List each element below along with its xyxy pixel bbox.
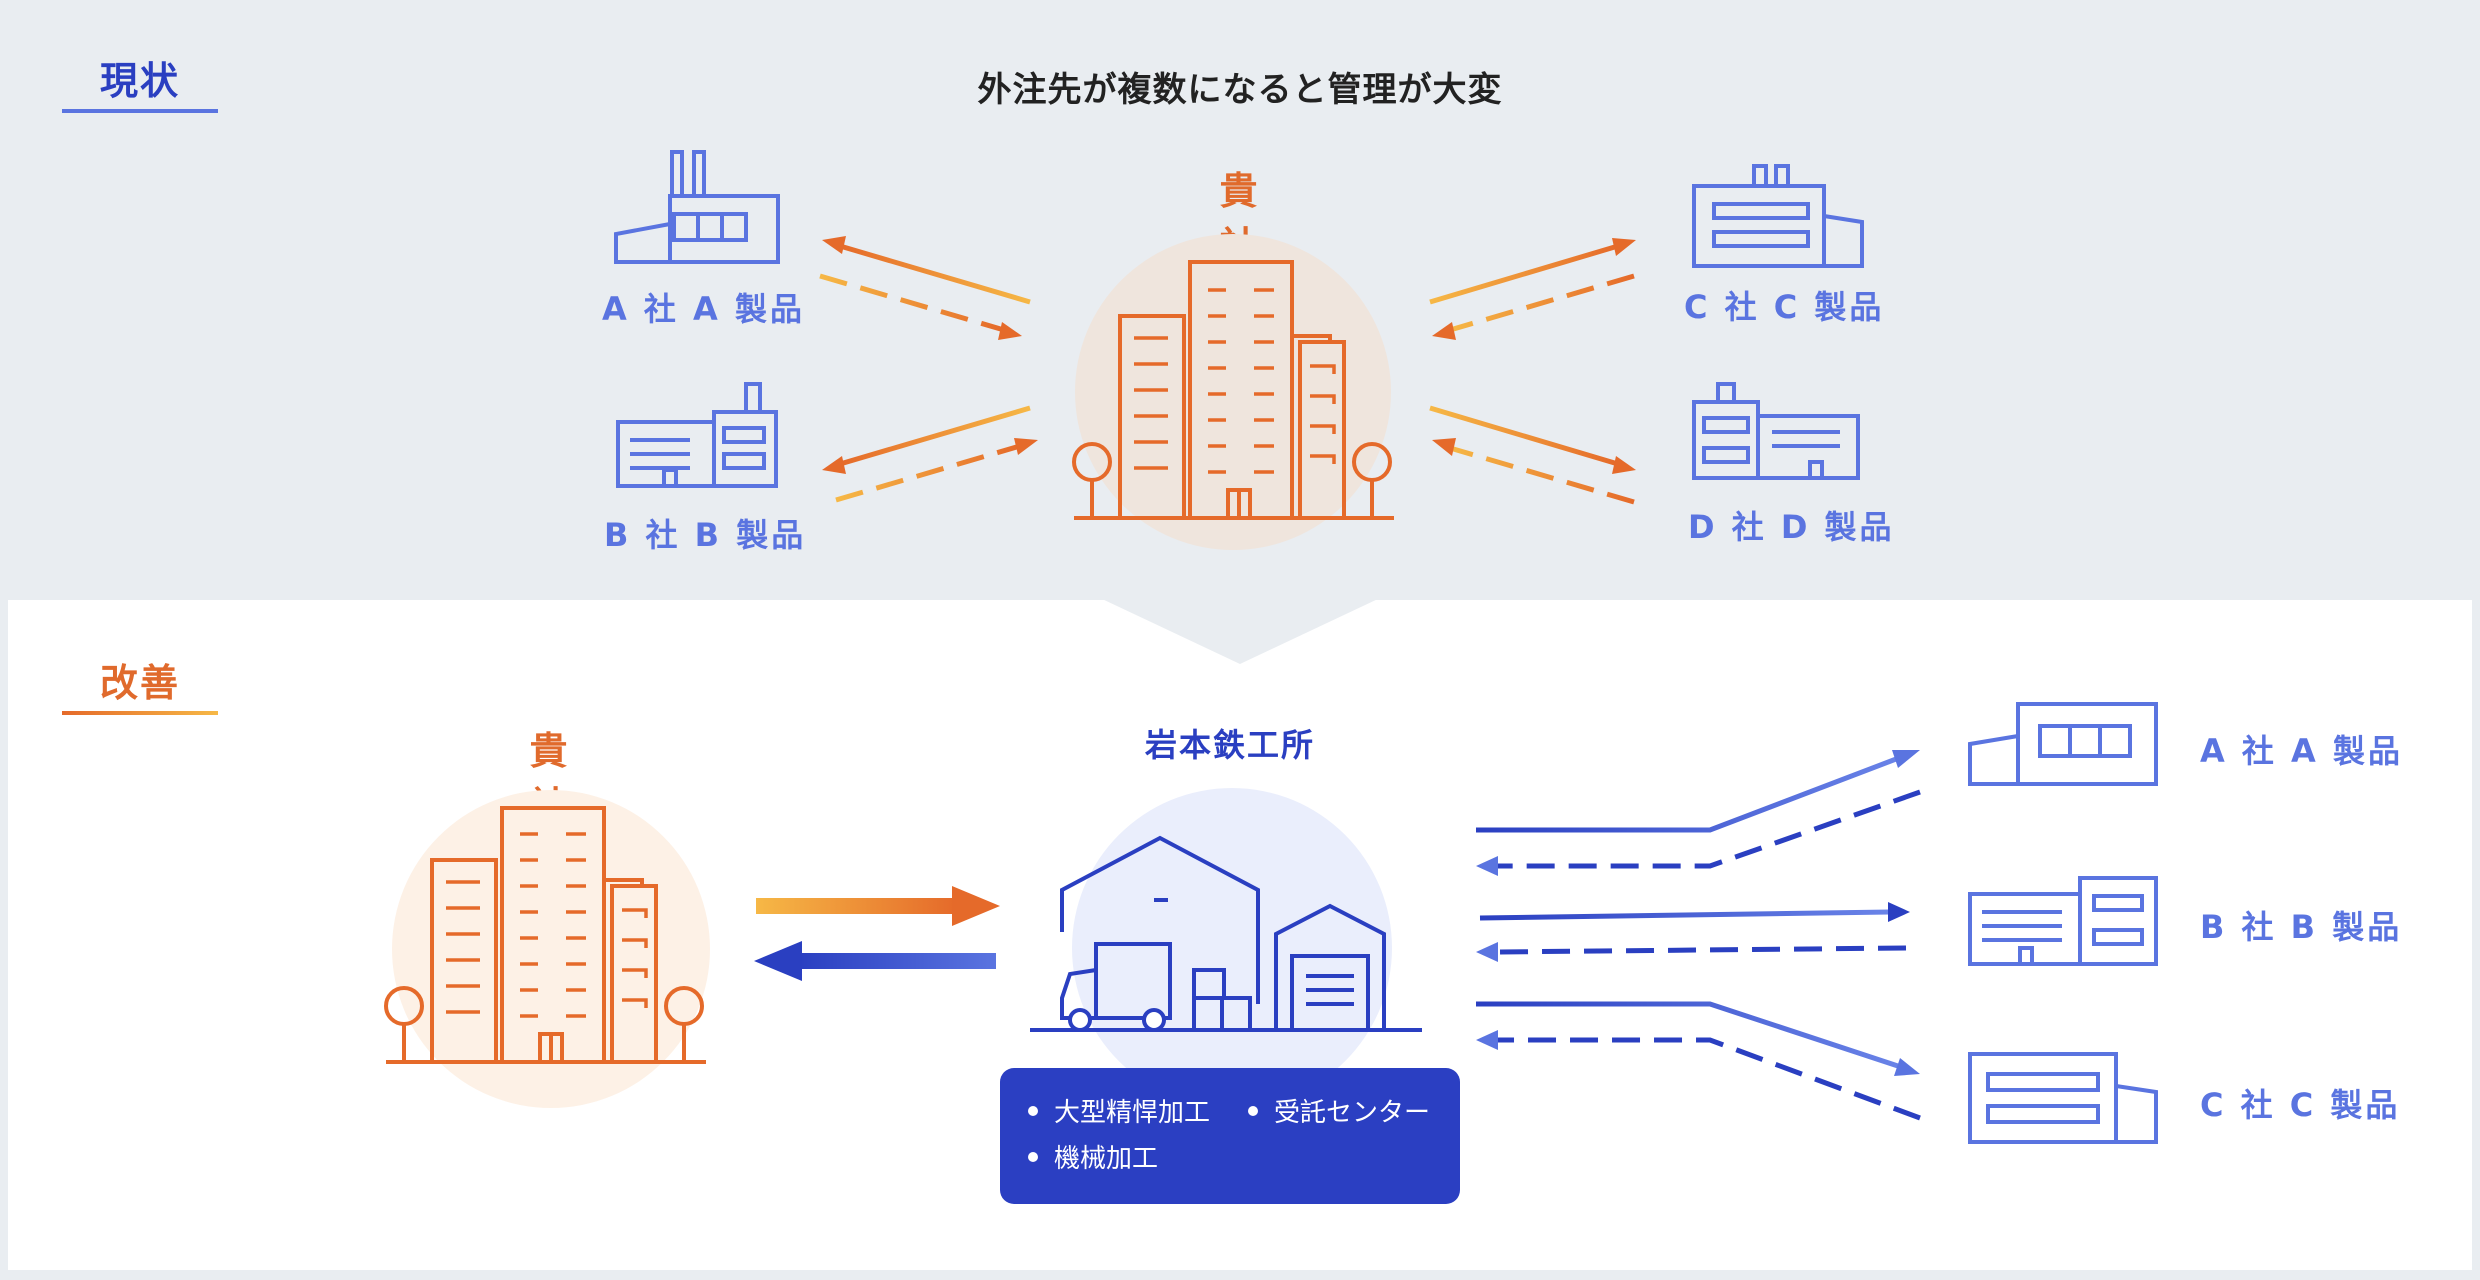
factory-a-icon bbox=[614, 150, 780, 264]
current-title: 外注先が複数になると管理が大変 bbox=[977, 70, 1503, 110]
bullet-icon bbox=[1028, 1151, 1038, 1162]
factory-c-icon bbox=[1692, 164, 1864, 268]
improved-company-b-label: B 社 B 製品 bbox=[2200, 908, 2403, 946]
improved-company-a-label: A 社 A 製品 bbox=[2200, 732, 2403, 770]
bullet-icon bbox=[1028, 1105, 1038, 1116]
current-company-d-label: D 社 D 製品 bbox=[1688, 508, 1895, 546]
service-item: 受託センター bbox=[1248, 1092, 1430, 1129]
current-company-c-label: C 社 C 製品 bbox=[1684, 288, 1885, 326]
supplier-services-box: 大型精悍加工 受託センター 機械加工 bbox=[1000, 1068, 1460, 1204]
current-label-underline bbox=[62, 109, 218, 113]
improved-label: 改善 bbox=[100, 661, 181, 705]
improved-client-building-icon bbox=[384, 806, 706, 1064]
improved-factory-a-icon bbox=[1968, 702, 2158, 786]
current-company-a-label: A 社 A 製品 bbox=[602, 290, 805, 328]
current-client-backdrop bbox=[1075, 234, 1391, 550]
current-client-building-icon bbox=[1072, 260, 1394, 520]
improved-company-c-label: C 社 C 製品 bbox=[2200, 1086, 2401, 1124]
service-item: 大型精悍加工 bbox=[1028, 1092, 1210, 1129]
service-label: 受託センター bbox=[1274, 1098, 1431, 1128]
current-arrows bbox=[819, 236, 1636, 505]
supplier-name: 岩本鉄工所 bbox=[1144, 726, 1315, 764]
current-company-b-label: B 社 B 製品 bbox=[604, 516, 807, 554]
improved-arrows bbox=[754, 750, 1921, 1121]
service-label: 大型精悍加工 bbox=[1054, 1098, 1211, 1128]
improved-factory-c-icon bbox=[1968, 1052, 2158, 1144]
bullet-icon bbox=[1248, 1105, 1258, 1116]
improved-factory-b-icon bbox=[1968, 876, 2158, 966]
service-label: 機械加工 bbox=[1054, 1144, 1159, 1174]
factory-d-icon bbox=[1692, 382, 1860, 480]
service-item: 機械加工 bbox=[1028, 1138, 1158, 1175]
improved-label-underline bbox=[62, 711, 218, 715]
supplier-warehouse-icon bbox=[1030, 835, 1422, 1032]
factory-b-icon bbox=[616, 382, 778, 488]
current-label: 現状 bbox=[100, 59, 181, 103]
supplier-backdrop bbox=[1072, 788, 1392, 1108]
